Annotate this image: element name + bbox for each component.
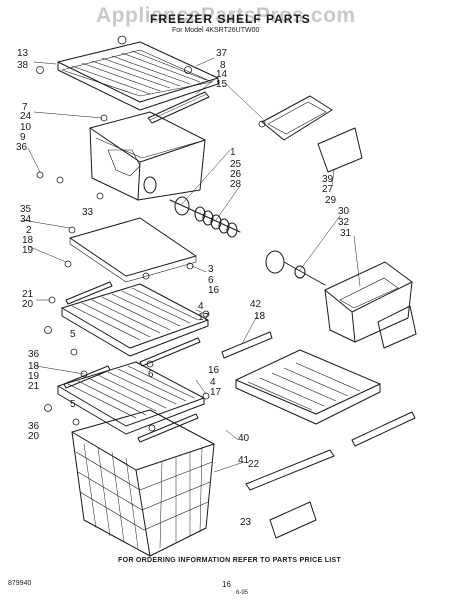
bin-front-cover (261, 95, 363, 173)
callout-label: 27 (322, 184, 334, 195)
top-wire-shelf (57, 41, 219, 111)
shelf-rail (147, 91, 210, 124)
callout-label: 38 (17, 60, 29, 71)
callout-label: 32 (338, 217, 350, 228)
callout-label: 36 (16, 142, 28, 153)
callout-label: 36 (28, 349, 40, 360)
ordering-note: FOR ORDERING INFORMATION REFER TO PARTS … (118, 557, 342, 564)
basket-front-trim (245, 449, 335, 539)
callout-label: 39 (322, 174, 334, 185)
callout-label: 31 (340, 228, 352, 239)
sliding-shelf-right (221, 331, 416, 447)
diagram-title: FREEZER SHELF PARTS (150, 12, 311, 26)
callout-label: 22 (248, 459, 260, 470)
shelf-rails-left (63, 281, 201, 443)
callout-label: 3 (208, 264, 214, 275)
callout-leaders (21, 57, 361, 473)
model-number: For Model 4KSRT26UTW00 (172, 27, 260, 34)
callout-label: 23 (240, 517, 252, 528)
callout-label: 2 (26, 225, 32, 236)
figure-code: 879940 (8, 580, 32, 587)
callout-label: 16 (208, 285, 220, 296)
callout-label: 14 (216, 69, 228, 80)
callout-label: 18 (254, 311, 266, 322)
callout-label: 6 (148, 369, 154, 380)
callout-label: 26 (230, 169, 242, 180)
callout-label: 21 (22, 289, 34, 300)
ice-bin-housing (89, 111, 206, 201)
callout-label: 40 (238, 433, 250, 444)
callout-label: 19 (28, 371, 40, 382)
callout-label: 5 (70, 329, 76, 340)
callout-label: 13 (17, 48, 29, 59)
callout-label: 17 (198, 312, 210, 323)
wire-basket (71, 409, 215, 557)
divider-panel (69, 217, 197, 283)
callout-label: 9 (20, 132, 26, 143)
handwritten-mark: 6-95 (236, 590, 249, 596)
callout-label: 36 (28, 421, 40, 432)
callout-label: 42 (250, 299, 262, 310)
callout-label: 5 (70, 399, 76, 410)
wire-shelf-lower (57, 361, 205, 435)
callout-label: 28 (230, 179, 242, 190)
page-number: 16 (222, 580, 231, 589)
callout-label: 35 (20, 204, 32, 215)
callout-label: 4 (210, 377, 216, 388)
callout-label: 1 (230, 147, 236, 158)
callout-label: 19 (22, 245, 34, 256)
callout-label: 4 (198, 301, 204, 312)
callout-label: 18 (22, 235, 34, 246)
callout-label: 7 (22, 102, 28, 113)
callout-label: 6 (208, 275, 214, 286)
callout-label: 20 (28, 431, 40, 442)
callout-label: 34 (20, 214, 32, 225)
auger-spring (169, 196, 326, 286)
callout-label: 25 (230, 159, 242, 170)
callout-label: 41 (238, 455, 250, 466)
callout-label: 37 (216, 48, 228, 59)
callout-label: 20 (22, 299, 34, 310)
callout-label: 10 (20, 122, 32, 133)
wire-shelf-middle (61, 283, 209, 357)
callout-label: 17 (210, 387, 222, 398)
callout-label: 24 (20, 111, 32, 122)
callout-label: 21 (28, 381, 40, 392)
callout-label: 33 (82, 207, 94, 218)
watermark: AppliancePartsPros.com (96, 4, 356, 27)
callout-label: 8 (220, 60, 226, 71)
callout-label: 30 (338, 206, 350, 217)
callout-label: 18 (28, 361, 40, 372)
callout-label: 16 (208, 365, 220, 376)
callout-label: 29 (325, 195, 337, 206)
callout-label: 15 (216, 79, 228, 90)
ice-bucket (324, 261, 417, 349)
